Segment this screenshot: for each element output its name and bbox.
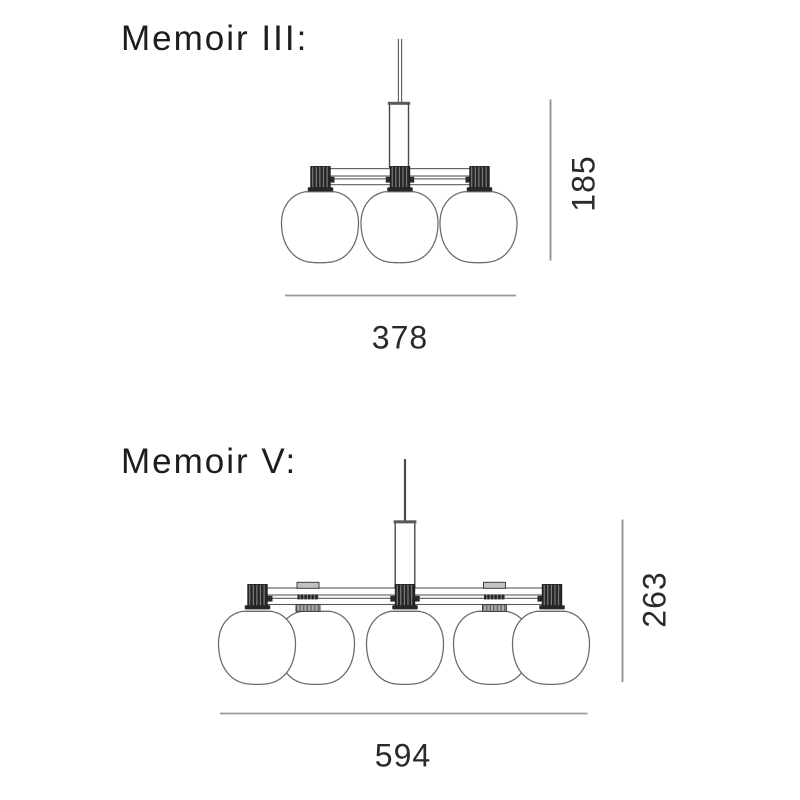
- lamp-socket: [391, 584, 419, 610]
- memoir-v-figure: [217, 459, 591, 686]
- hidden-socket: [482, 581, 507, 612]
- arm-clamp-nub: [329, 176, 335, 183]
- glass-globe: [439, 191, 518, 264]
- lamp-socket: [244, 584, 271, 610]
- glass-globe: [360, 191, 439, 264]
- hidden-socket: [295, 581, 321, 612]
- stem: [394, 521, 416, 589]
- glass-globe: [365, 610, 445, 686]
- lamp-socket: [307, 166, 334, 192]
- memoir-iii-figure: [280, 39, 518, 264]
- memoir-v-height-label: 263: [637, 571, 673, 627]
- memoir-v-title: Memoir V:: [121, 442, 298, 481]
- lamp-socket: [386, 166, 414, 192]
- lamp-socket: [538, 584, 566, 610]
- arm-clamp-nub: [537, 595, 543, 602]
- glass-globe: [280, 191, 360, 264]
- memoir-v-width-label: 594: [375, 738, 431, 774]
- arm-clamp-nub: [465, 176, 471, 183]
- memoir-iii-title: Memoir III:: [121, 19, 309, 58]
- memoir-iii-height-label: 185: [566, 155, 602, 211]
- arm-clamp-nub: [390, 595, 396, 602]
- glass-globe: [217, 610, 297, 686]
- stem-cap: [387, 101, 411, 105]
- memoir-iii-width-label: 378: [372, 320, 428, 356]
- glass-globe: [511, 610, 591, 686]
- stem: [388, 102, 410, 169]
- arm-clamp-nub: [267, 595, 273, 602]
- stem-cap: [393, 520, 417, 524]
- arm-clamp-nub: [385, 176, 391, 183]
- arm-clamp-nub: [414, 595, 420, 602]
- lamp-socket: [466, 166, 493, 192]
- arm-clamp-nub: [409, 176, 415, 183]
